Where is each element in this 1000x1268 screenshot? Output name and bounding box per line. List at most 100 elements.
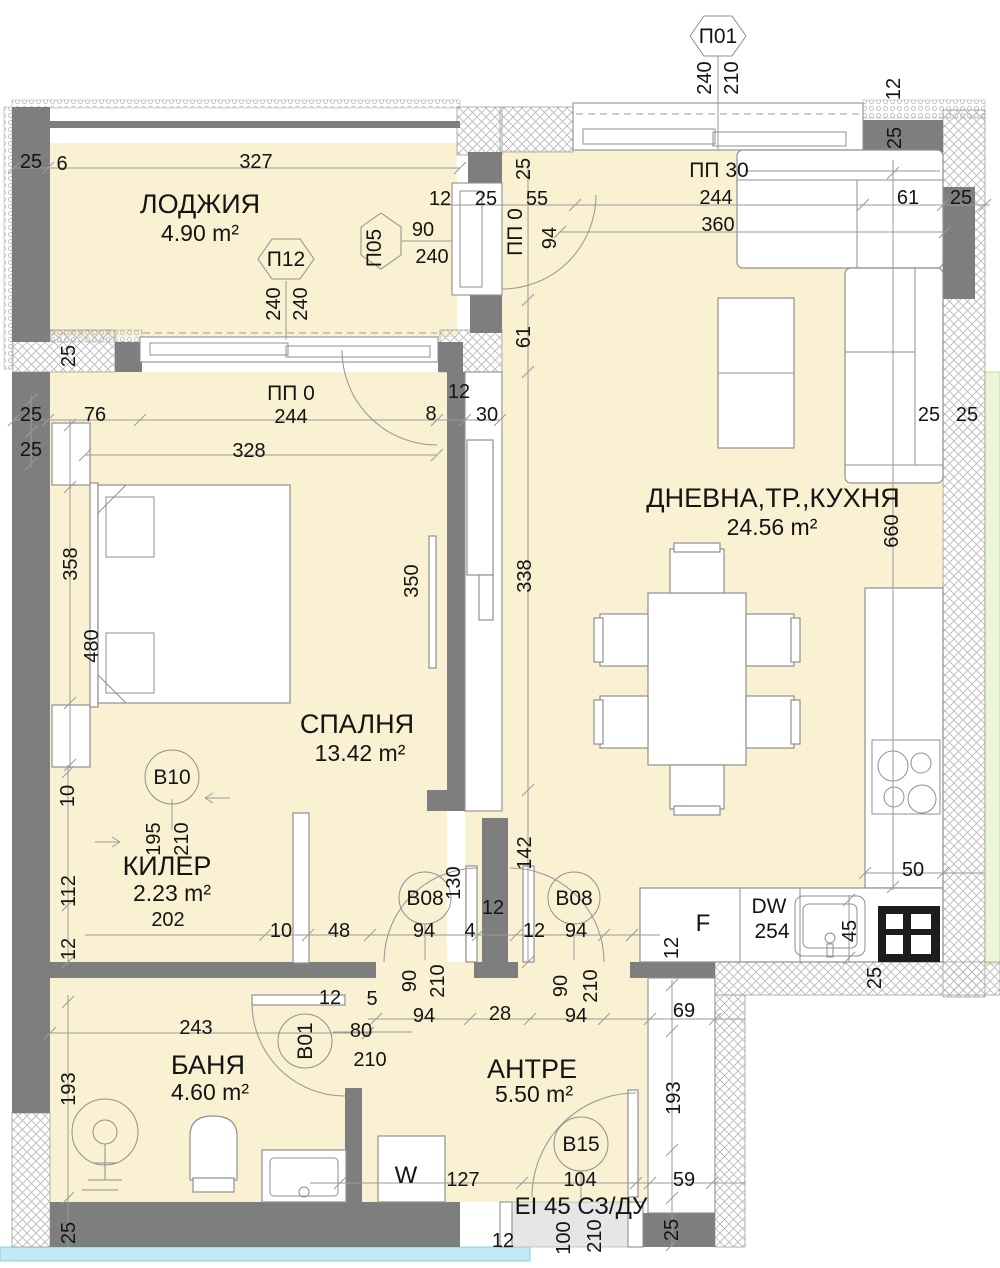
b08-right-circle [547,871,601,925]
dim: 12 [523,920,545,942]
oven-symbol [878,906,940,962]
dim: 25 [58,1222,80,1244]
dim: 350 [401,564,423,597]
b08-left-tag: B08 [406,887,443,910]
closet-name: КИЛЕР [123,851,212,881]
wall-bedroom-bottom [50,962,376,978]
dim: 660 [881,514,903,547]
wall-bottom [50,1202,460,1247]
dim: 28 [489,1003,511,1025]
niche-cabinet [466,439,494,576]
hatch-loggia-right [456,106,503,156]
wall-loggia-left [12,107,50,342]
dim: 127 [446,1169,479,1191]
bath-door-arc [251,1002,346,1097]
closet-shelf [292,812,310,964]
dim: 94 [565,1005,587,1027]
p01-tag: П01 [699,25,737,48]
entrance-jamb-left [499,1201,513,1248]
bedroom-loggia-window [139,336,439,363]
p05-pane [459,190,483,288]
dim: 240 [415,246,448,268]
burner [883,786,905,808]
closet-width: 202 [151,909,184,931]
bath-area: 4.60 m² [171,1079,249,1105]
dim: 59 [673,1169,695,1191]
closet-area: 2.23 m² [133,880,211,906]
dim: 48 [328,920,350,942]
wall-foot [427,790,467,811]
p01-hexagon [689,15,747,57]
dim: 244 [699,187,732,209]
dim: 4 [464,920,475,942]
dim: 195 [143,822,165,855]
dim: 90 [550,975,572,997]
hall-right-column [647,977,716,1214]
dim: 12 [492,1230,514,1252]
wall-left [12,372,50,1113]
tv-bedroom [428,535,437,669]
fridge-label: F [696,910,711,937]
dim: 100 [553,1221,575,1254]
water-line-bottom [0,1246,531,1262]
dim: 69 [673,1000,695,1022]
dim: 358 [60,547,82,580]
dim: 12 [448,381,470,403]
dimension-ticks [7,161,992,1252]
dim: 25 [475,188,497,210]
dining-chairs [593,542,801,816]
wall-top-pier [863,120,943,152]
b01-tag: B01 [294,1022,317,1059]
vanity-faucet [298,1186,310,1198]
dim: 30 [476,404,498,426]
dim: 112 [58,875,80,907]
dim: 25 [956,404,978,426]
dim: 25 [661,1219,683,1241]
tag-shapes [144,15,747,1172]
dim: 55 [526,188,548,210]
pillow [105,496,155,558]
dim: 5 [366,988,377,1010]
living-name: ДНЕВНА,ТР.,КУХНЯ [646,483,899,513]
dim: 25 [918,404,940,426]
dim: 210 [171,822,193,855]
dim: 243 [179,1017,212,1039]
wall-bath-hall [345,1088,362,1202]
loggia-rail [50,121,460,128]
entrance-door-leaf [627,1089,639,1198]
bedroom-name: СПАЛНЯ [300,709,414,739]
bedroom-balcony-door-arc [341,349,438,446]
bedroom-door-leaf [465,865,478,963]
walls [12,107,975,1247]
wall-p05-top [468,152,502,183]
vanity [261,1149,347,1203]
nightstand [51,422,91,486]
dim: 10 [270,920,292,942]
dim: 12 [319,987,341,1009]
dim: 94 [413,1005,435,1027]
vanity-basin [269,1157,339,1197]
b01-circle [277,1013,333,1069]
dim: 210 [427,964,449,997]
dim: 104 [563,1169,596,1191]
dishwasher-label: DW [752,895,787,918]
hatch-living-topleft [499,106,574,153]
dim: 12 [482,897,504,919]
dim: 25 [20,404,42,426]
toilet [189,1115,238,1181]
wall-entry-block [643,1213,715,1247]
dim: 210 [584,1219,606,1252]
window-pane [582,128,716,145]
faucet [824,932,836,944]
b15-circle [553,1116,609,1172]
insulation-left [3,106,13,370]
bedroom-door-arc [383,867,479,963]
window-pane [712,131,847,147]
dim: 480 [81,629,103,662]
dim: 12 [661,937,683,959]
hatch-entry-column [714,994,746,1248]
dim: 12 [429,188,451,210]
window-pane [149,342,289,356]
wall-corridor-stub [482,818,508,962]
